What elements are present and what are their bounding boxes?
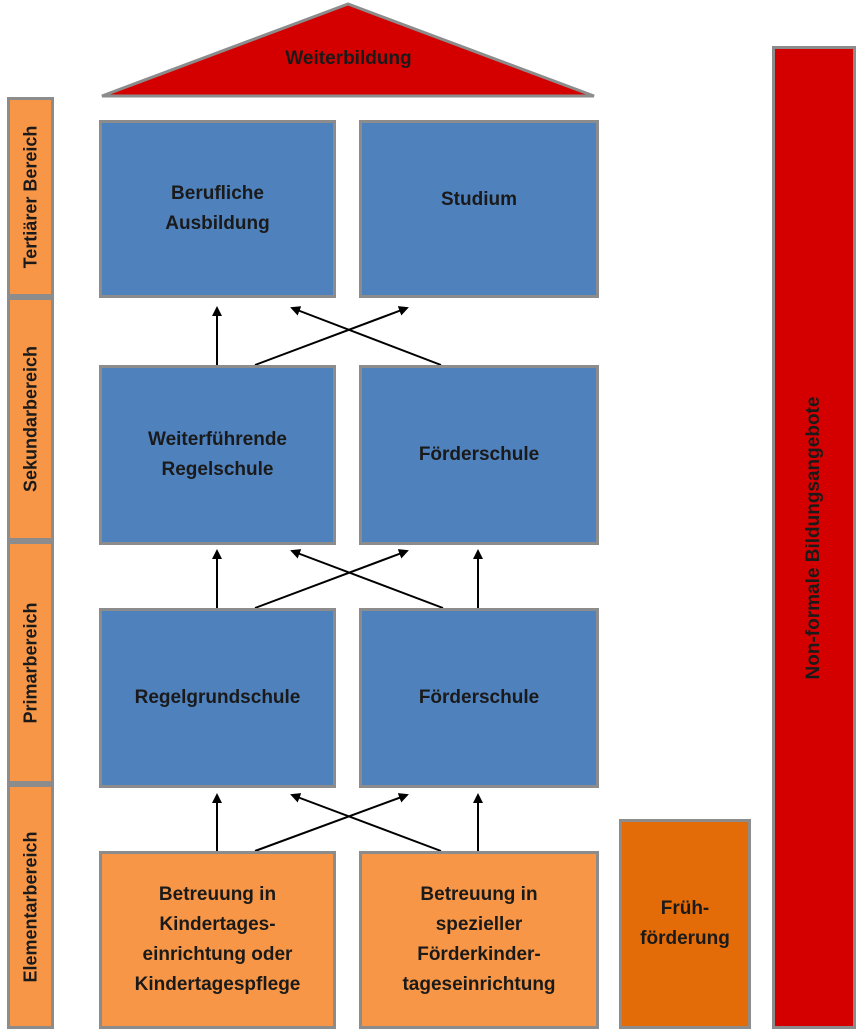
box-studium: Studium	[359, 120, 599, 298]
box-weiterfuehrende-regelschule: Weiterführende Regelschule	[99, 365, 336, 545]
box-berufliche-ausbildung: Berufliche Ausbildung	[99, 120, 336, 298]
level-tertiaer: Tertiärer Bereich	[7, 97, 54, 297]
arrow-regelgrundschule-to-foerderschule	[254, 549, 409, 609]
box-betreuung-foerderkita: Betreuung in spezieller Förderkinder- ta…	[359, 851, 599, 1029]
box-foerderschule-sekundar: Förderschule	[359, 365, 599, 545]
box-betreuung-kita: Betreuung in Kindertages- einrichtung od…	[99, 851, 336, 1029]
level-primar: Primarbereich	[7, 541, 54, 784]
arrow-regelschule-to-studium	[254, 306, 409, 366]
box-fruehfoerderung: Früh- förderung	[619, 819, 751, 1029]
box-foerderschule-primar: Förderschule	[359, 608, 599, 788]
level-sekundar-label: Sekundarbereich	[20, 345, 40, 493]
level-primar-label: Primarbereich	[20, 601, 40, 724]
weiterbildung-roof	[101, 2, 595, 98]
arrow-foerderschule-to-regelschule	[290, 549, 444, 609]
weiterbildung-label: Weiterbildung	[285, 48, 412, 69]
level-sekundar: Sekundarbereich	[7, 297, 54, 541]
arrow-foerderschule-to-ausbildung	[290, 306, 442, 366]
level-tertiaer-label: Tertiärer Bereich	[20, 125, 40, 269]
level-elementar-label: Elementarbereich	[20, 830, 40, 983]
level-elementar: Elementarbereich	[7, 784, 54, 1029]
non-formal-education-label: Non-formale Bildungsangebote	[803, 396, 824, 679]
arrow-kita-to-foerderschule	[254, 793, 409, 852]
box-regelgrundschule: Regelgrundschule	[99, 608, 336, 788]
arrow-foerderkita-to-regelgrundschule	[290, 793, 442, 852]
non-formal-education-bar: Non-formale Bildungsangebote	[772, 46, 856, 1029]
